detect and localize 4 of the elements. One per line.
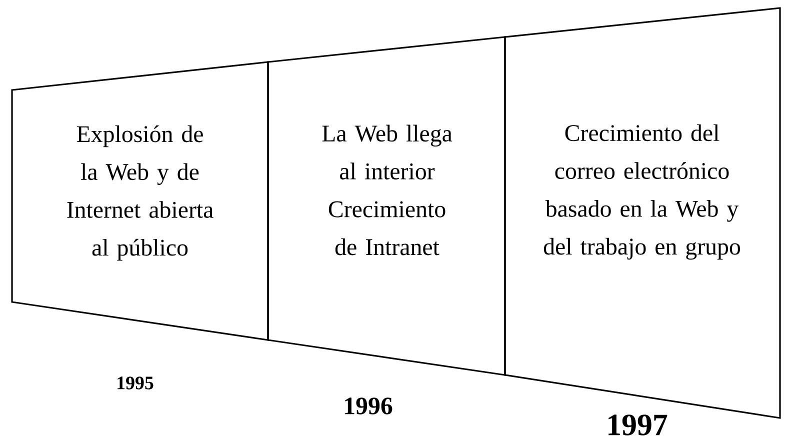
year-label: 1995: [118, 376, 154, 390]
year-label: 1996: [345, 398, 392, 414]
timeline-panel: La Web llega al interior Crecimiento de Intranet: [267, 36, 506, 376]
timeline-panel: Explosión de la Web y de Internet abierta al público: [11, 61, 269, 341]
